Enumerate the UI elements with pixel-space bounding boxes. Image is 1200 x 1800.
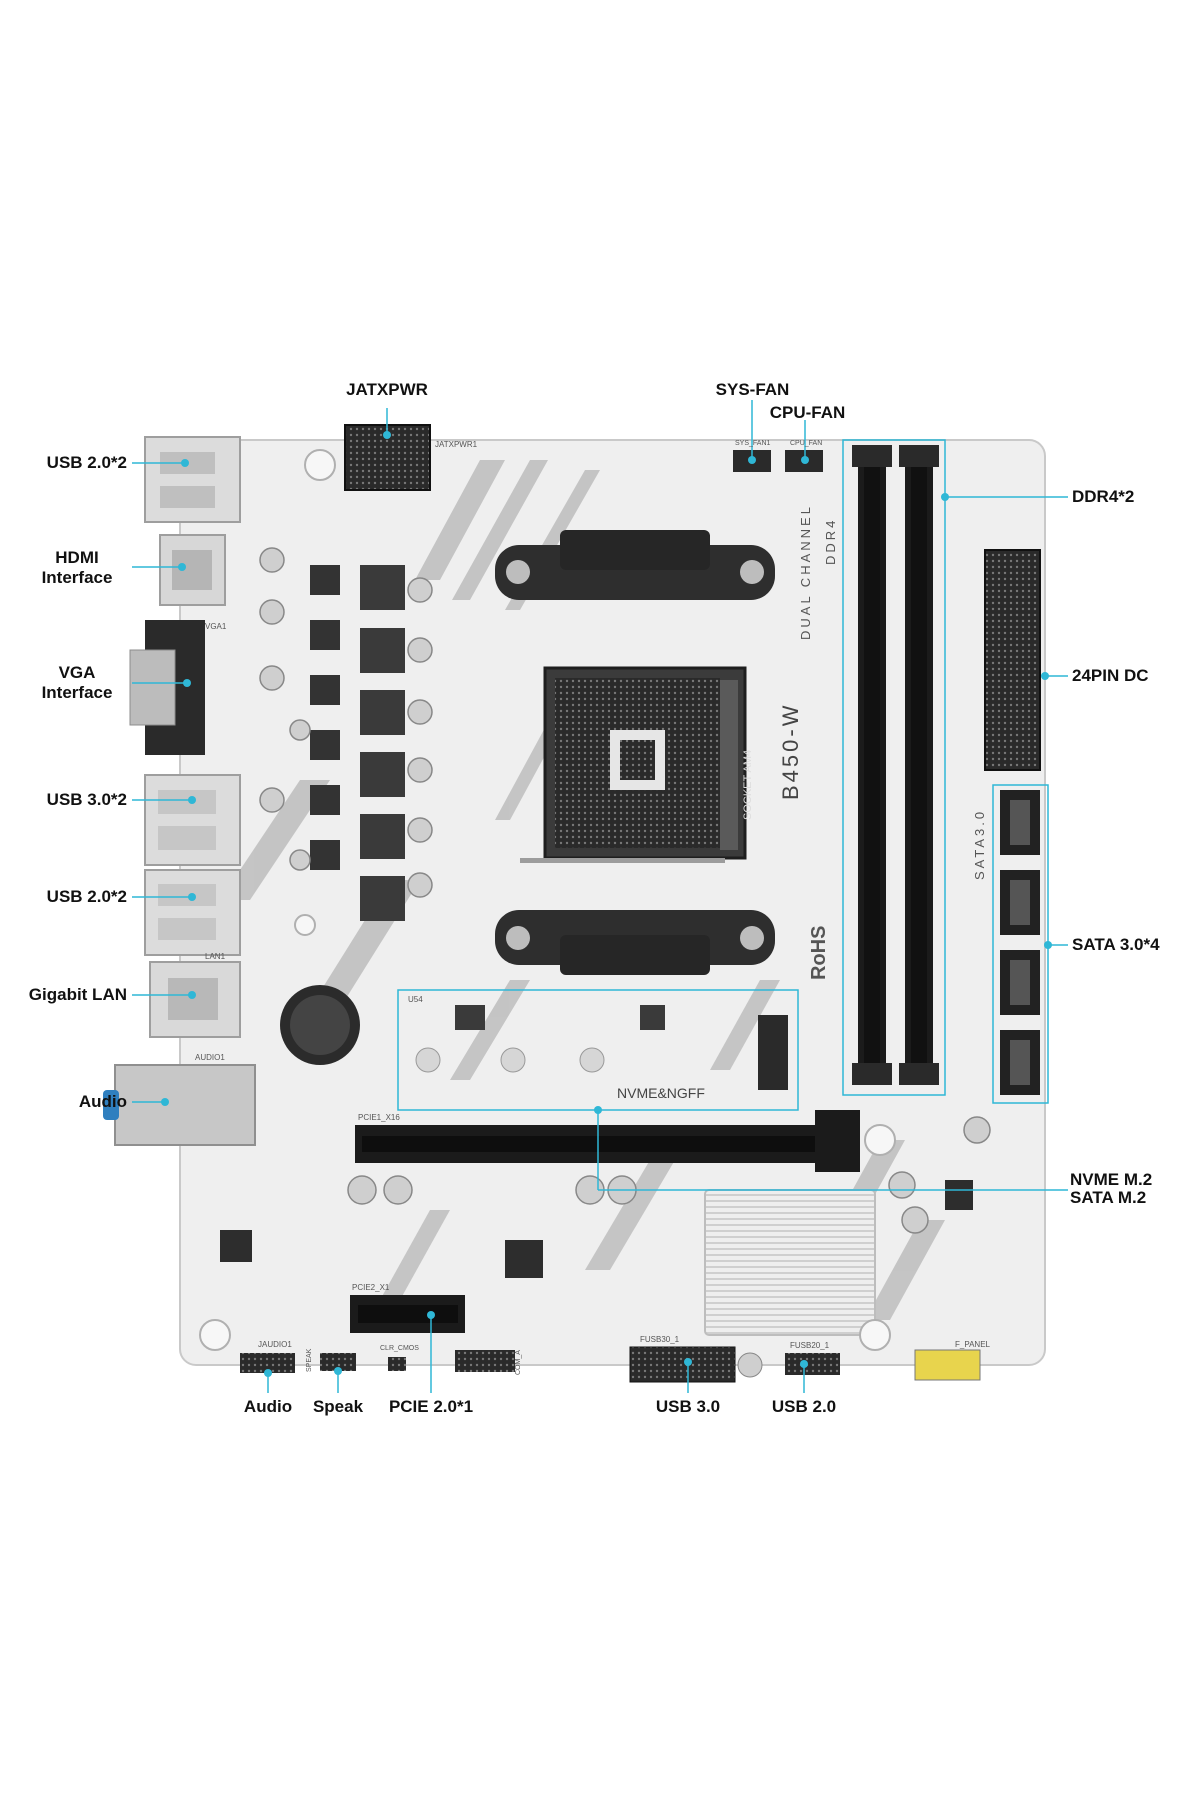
speak-header (320, 1353, 356, 1371)
fusb30-header (629, 1346, 736, 1383)
cpu-bracket-top (495, 530, 775, 600)
cpu-bracket-bottom (495, 910, 775, 975)
silk-rohs: RoHS (808, 925, 830, 980)
m2-area (415, 1005, 788, 1090)
silk-pcie1: PCIE1_X16 (358, 1113, 400, 1122)
silk-sata30: SATA3.0 (972, 808, 987, 880)
board-stripes (220, 460, 945, 1320)
chip (220, 1230, 252, 1262)
silk-lan1: LAN1 (205, 952, 226, 961)
silk-sys-fan1: SYS_FAN1 (735, 440, 771, 447)
silk-jaudio1: JAUDIO1 (258, 1340, 292, 1349)
silk-speak: SPEAK (306, 1348, 313, 1372)
silk-socket: SOCKET AM4 (742, 749, 754, 820)
label-vga-line1: VGA (58, 663, 96, 682)
label-audio-front: Audio (243, 1397, 293, 1416)
label-usb20-top: USB 2.0*2 (46, 453, 127, 472)
label-usb20-header: USB 2.0 (771, 1397, 837, 1416)
label-ddr4: DDR4*2 (1072, 487, 1135, 506)
atx-24pin-connector (984, 549, 1041, 771)
silk-model: B450-W (778, 702, 803, 800)
chip (945, 1180, 973, 1210)
label-hdmi-line1: HDMI (55, 548, 99, 567)
silk-clr-cmos: CLR_CMOS (380, 1345, 419, 1352)
label-24pin: 24PIN DC (1072, 666, 1149, 685)
chipset-heatsink (704, 1189, 876, 1336)
mounting-holes (199, 449, 896, 1351)
silk-vga1: VGA1 (205, 622, 227, 631)
silk-com: COM_A (515, 1350, 522, 1375)
label-sata-m2: SATA M.2 (1070, 1188, 1147, 1207)
label-usb30-header: USB 3.0 (655, 1397, 721, 1416)
silk-fusb30: FUSB30_1 (640, 1335, 680, 1344)
jaudio-header (240, 1353, 295, 1373)
silk-audio1: AUDIO1 (195, 1053, 225, 1062)
vrm-area (259, 547, 433, 1065)
silk-jatxpwr1: JATXPWR1 (435, 440, 478, 449)
silk-ddr4: DDR4 (823, 517, 838, 565)
label-speak: Speak (312, 1397, 364, 1416)
clr-cmos-header (388, 1357, 406, 1371)
silk-u54: U54 (408, 995, 423, 1004)
audio-jack (114, 1064, 256, 1146)
callout-lines (132, 400, 1068, 1393)
label-usb30: USB 3.0*2 (46, 790, 127, 809)
label-sata: SATA 3.0*4 (1072, 935, 1160, 954)
label-audio-rear: Audio (78, 1092, 127, 1111)
silk-pcie2: PCIE2_X1 (352, 1283, 390, 1292)
chip (505, 1240, 543, 1278)
usb30-port (144, 774, 241, 866)
label-pcie: PCIE 2.0*1 (388, 1397, 474, 1416)
fusb20-header (785, 1353, 840, 1375)
silk-f-panel: F_PANEL (955, 1340, 990, 1349)
ddr4-slots (852, 445, 939, 1085)
silk-fusb20: FUSB20_1 (790, 1341, 830, 1350)
label-lan: Gigabit LAN (28, 985, 127, 1004)
label-vga-line2: Interface (41, 683, 113, 702)
label-cpu-fan: CPU-FAN (769, 403, 846, 422)
silk-dual-channel: DUAL CHANNEL (798, 504, 813, 640)
label-hdmi-line2: Interface (41, 568, 113, 587)
sata-ports (1000, 790, 1040, 1095)
usb20-mid-port (144, 869, 241, 956)
rear-io (103, 436, 256, 1146)
cpu-socket (520, 666, 747, 863)
usb20-top-port (144, 436, 241, 523)
silk-nvme-ngff: NVME&NGFF (617, 1085, 705, 1101)
label-jatxpwr: JATXPWR (346, 380, 428, 399)
com-header (455, 1350, 515, 1372)
label-usb20-mid: USB 2.0*2 (46, 887, 127, 906)
pcie-capacitors (347, 1116, 991, 1234)
f-panel-header (914, 1349, 981, 1381)
silk-cpu-fan: CPU_FAN (790, 440, 823, 447)
label-nvme: NVME M.2 (1070, 1170, 1153, 1189)
callout-dots (161, 431, 1052, 1377)
label-sys-fan: SYS-FAN (715, 380, 790, 399)
pcie-x16-slot (355, 1110, 860, 1172)
